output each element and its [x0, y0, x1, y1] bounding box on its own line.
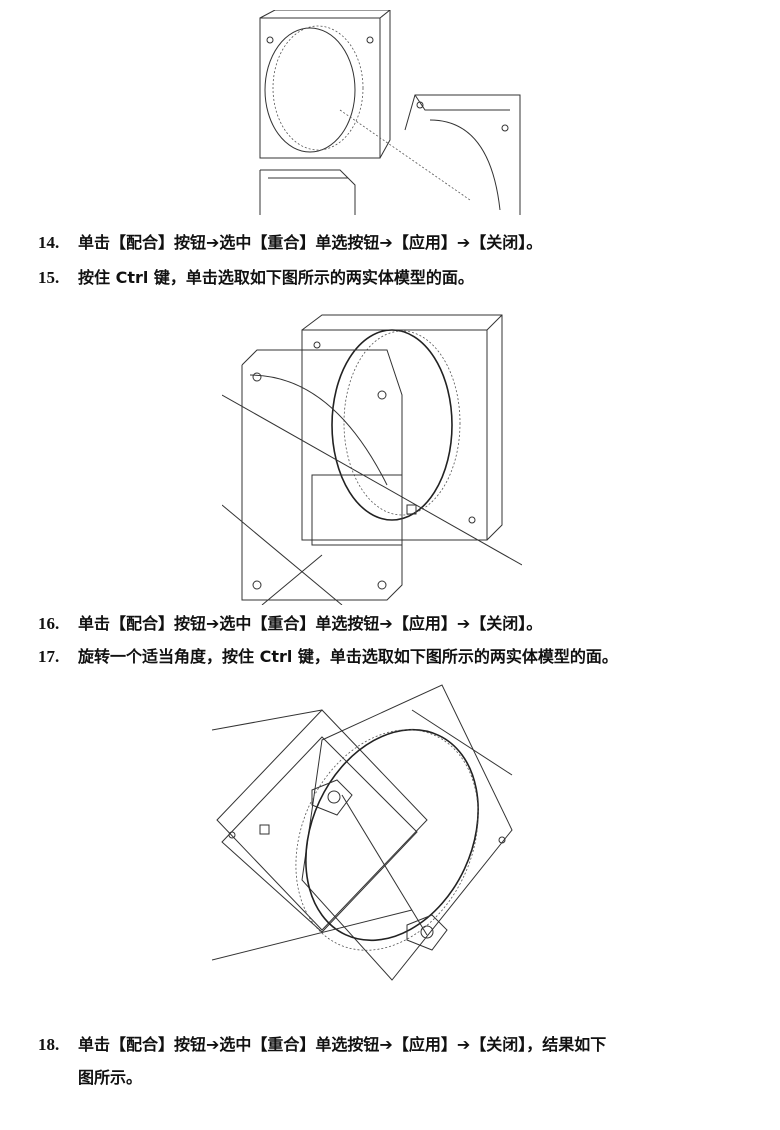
step-14: 14. 单击【配合】按钮➔选中【重合】单选按钮➔【应用】➔【关闭】。 — [38, 233, 542, 253]
step-17: 17. 旋转一个适当角度，按住 Ctrl 键，单击选取如下图所示的两实体模型的面。 — [38, 647, 618, 667]
step-number: 16. — [38, 614, 60, 633]
figure-1-model-drawing — [259, 10, 521, 215]
step-16: 16. 单击【配合】按钮➔选中【重合】单选按钮➔【应用】➔【关闭】。 — [38, 614, 542, 634]
step-text: 单击【配合】按钮➔选中【重合】单选按钮➔【应用】➔【关闭】。 — [78, 614, 543, 633]
step-text: 单击【配合】按钮➔选中【重合】单选按钮➔【应用】➔【关闭】。 — [78, 233, 543, 252]
step-number: 18. — [38, 1035, 60, 1054]
step-text: 单击【配合】按钮➔选中【重合】单选按钮➔【应用】➔【关闭】，结果如下 — [78, 1035, 607, 1054]
step-15: 15. 按住 Ctrl 键，单击选取如下图所示的两实体模型的面。 — [38, 268, 474, 288]
step-number: 15. — [38, 268, 60, 287]
step-text: 旋转一个适当角度，按住 Ctrl 键，单击选取如下图所示的两实体模型的面。 — [78, 647, 618, 666]
step-text: 按住 Ctrl 键，单击选取如下图所示的两实体模型的面。 — [78, 268, 474, 287]
step-number: 17. — [38, 647, 60, 666]
figure-2-model-drawing — [222, 314, 522, 605]
step-18-continuation: 图所示。 — [78, 1068, 143, 1087]
step-number: 14. — [38, 233, 60, 252]
step-18: 18. 单击【配合】按钮➔选中【重合】单选按钮➔【应用】➔【关闭】，结果如下 — [38, 1035, 606, 1055]
figure-3-model-drawing — [212, 684, 513, 981]
